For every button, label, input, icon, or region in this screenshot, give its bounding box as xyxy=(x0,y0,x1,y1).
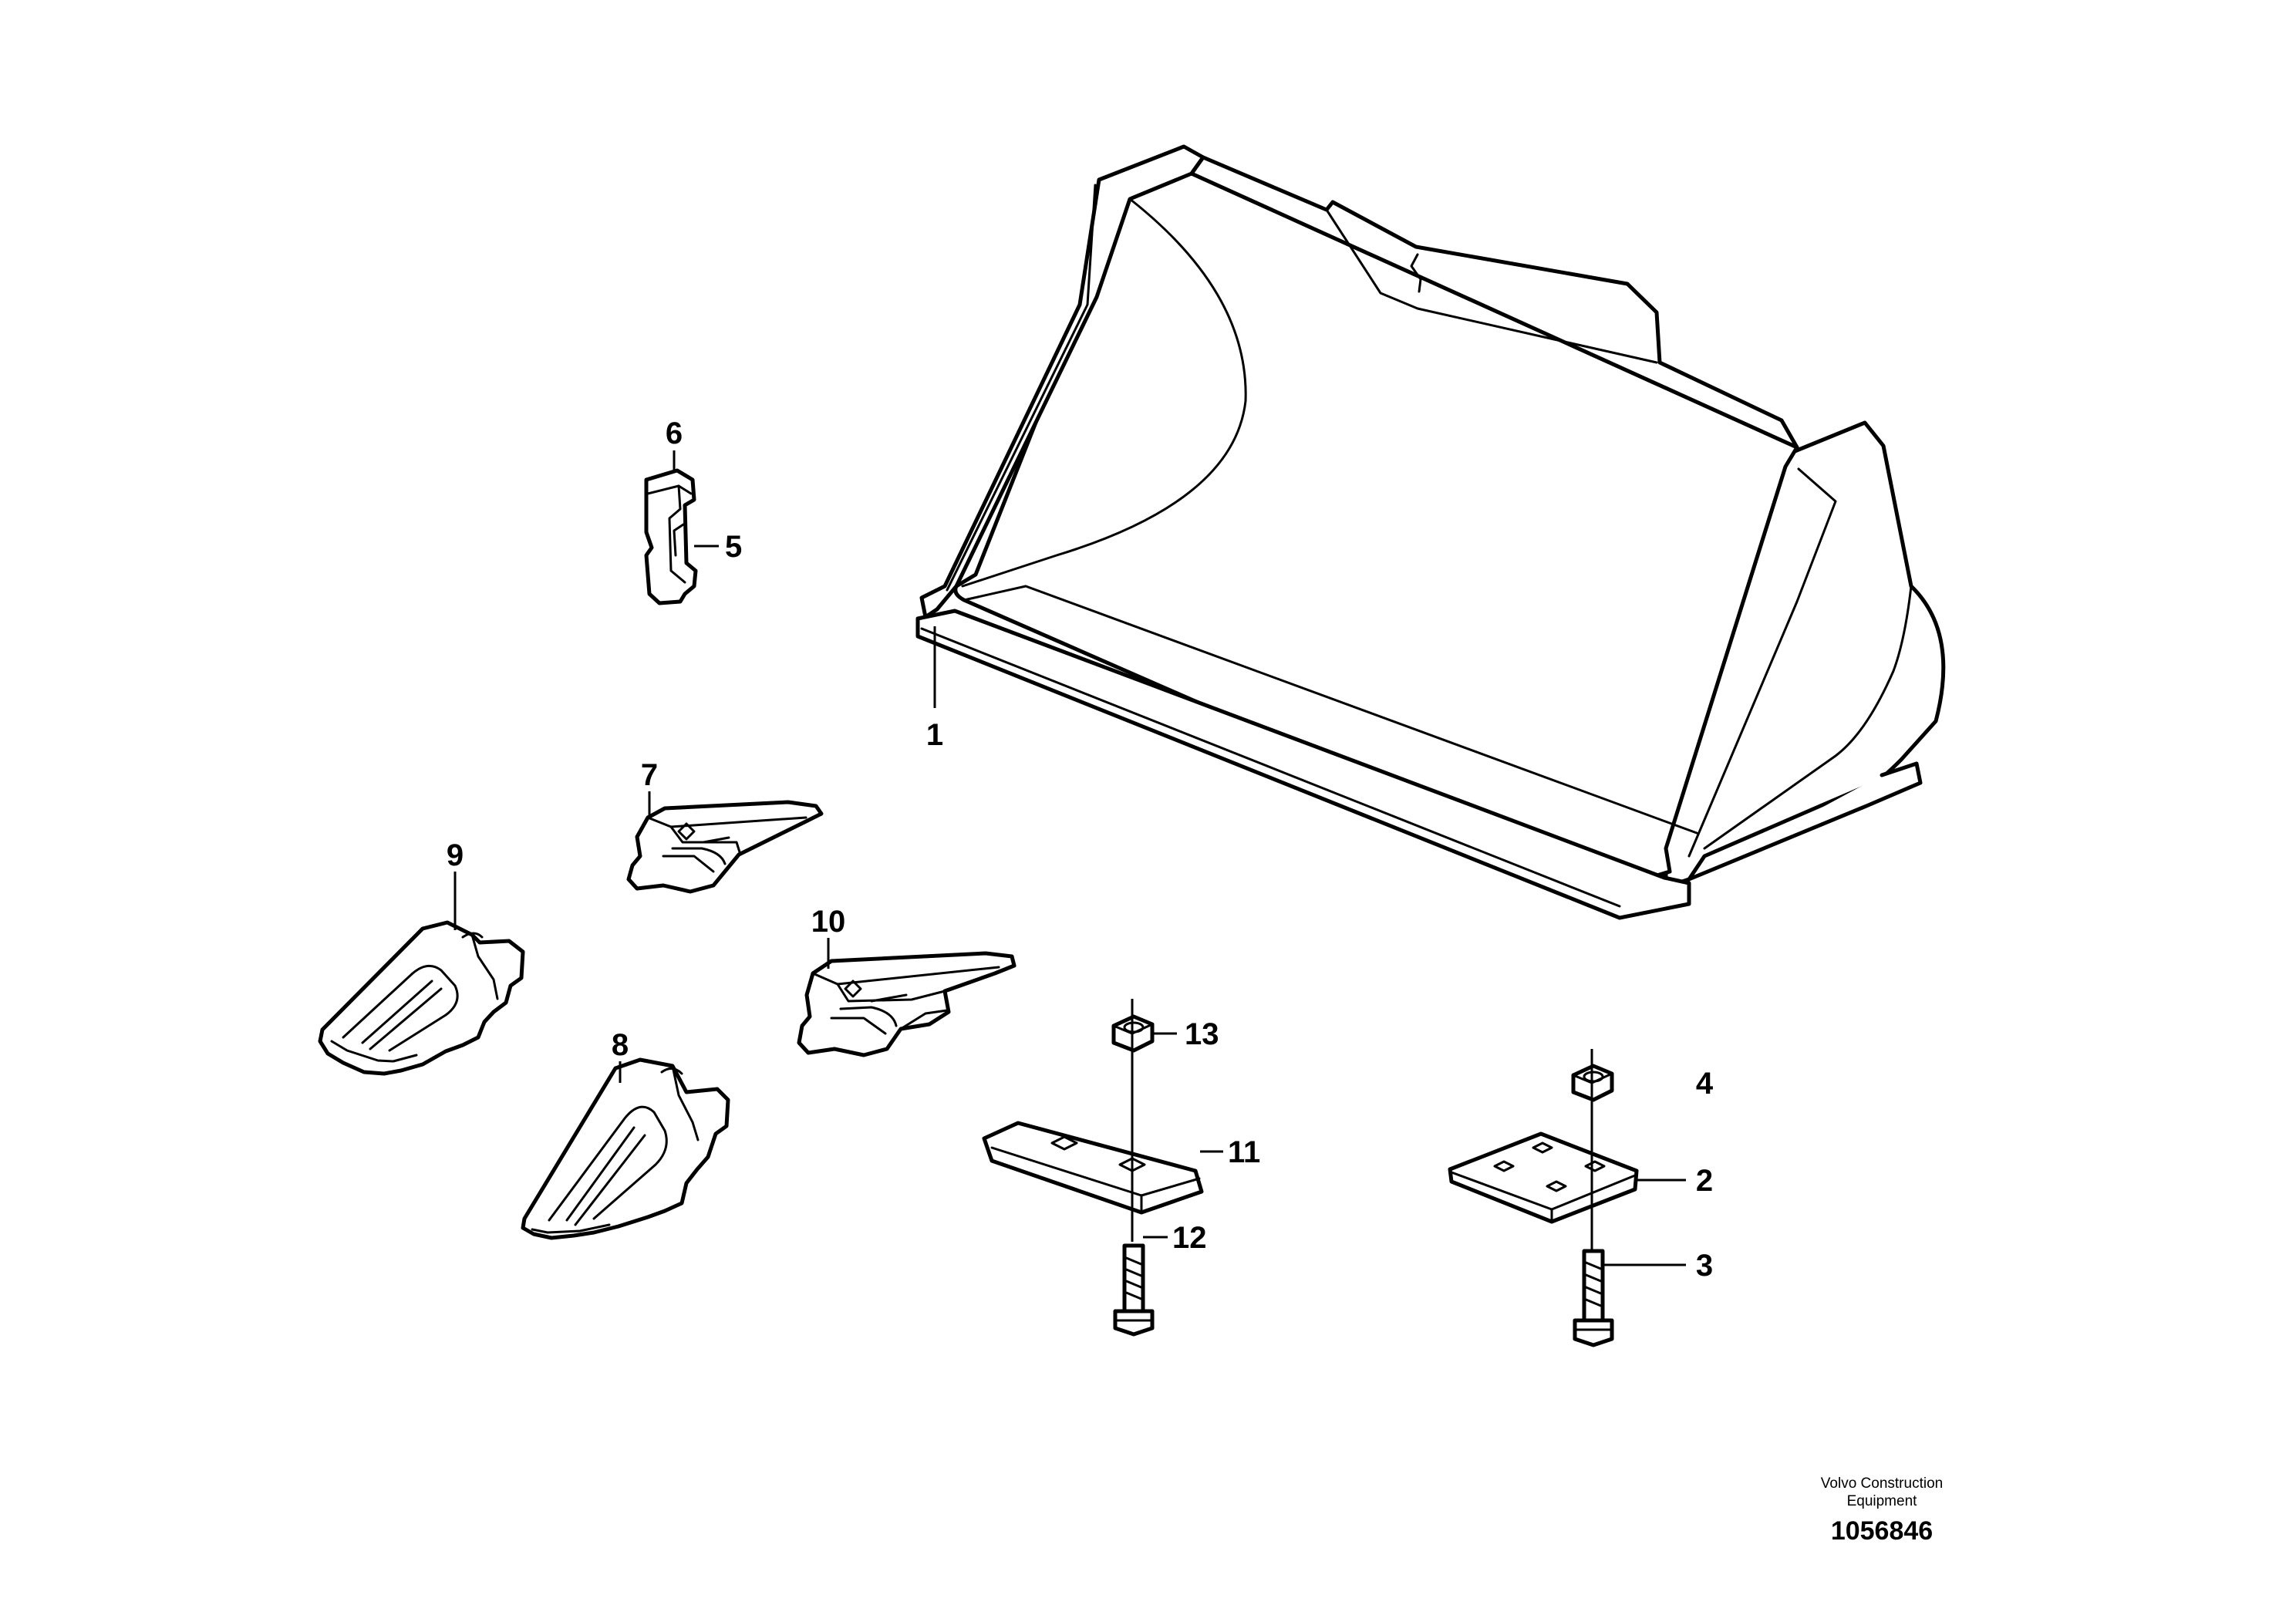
callout-3: 3 xyxy=(1696,1249,1713,1283)
callout-6: 6 xyxy=(666,416,683,450)
callout-9-group: 9 xyxy=(447,838,464,930)
callout-6-group: 6 xyxy=(666,416,683,472)
adapter-9 xyxy=(318,920,525,1076)
adapter-8 xyxy=(521,1057,730,1240)
callout-11: 11 xyxy=(1228,1135,1260,1169)
callout-13-group: 13 xyxy=(1152,1017,1219,1051)
callout-4: 4 xyxy=(1696,1067,1714,1101)
callout-7-group: 7 xyxy=(641,758,658,818)
callout-8: 8 xyxy=(612,1028,629,1062)
callout-7: 7 xyxy=(641,758,658,792)
bolt-12 xyxy=(1113,1243,1155,1337)
company-name-line2: Equipment xyxy=(1847,1493,1918,1509)
callout-11-group: 11 xyxy=(1200,1135,1260,1169)
drawing-number: 1056846 xyxy=(1831,1516,1933,1546)
callout-5: 5 xyxy=(725,530,742,564)
wear-plate-11 xyxy=(982,1121,1204,1215)
callout-2: 2 xyxy=(1696,1164,1713,1198)
callout-8-group: 8 xyxy=(612,1028,629,1083)
callout-10-group: 10 xyxy=(811,905,846,969)
callout-13: 13 xyxy=(1185,1017,1219,1051)
callout-1-group: 1 xyxy=(926,626,943,752)
callout-12-group: 12 xyxy=(1143,1221,1207,1255)
callout-3-group: 3 xyxy=(1603,1249,1713,1283)
bolt-3 xyxy=(1573,1249,1614,1347)
callout-12: 12 xyxy=(1172,1221,1207,1255)
bucket xyxy=(915,144,1946,920)
callout-10: 10 xyxy=(811,905,846,939)
callout-1: 1 xyxy=(926,718,943,752)
callout-9: 9 xyxy=(447,838,464,872)
callout-4-group: 4 xyxy=(1696,1067,1714,1101)
retainer-pin xyxy=(644,468,698,605)
wear-plate-2 xyxy=(1448,1131,1639,1224)
tooth-10 xyxy=(797,951,1017,1057)
tooth-7 xyxy=(626,800,824,894)
company-name-line1: Volvo Construction xyxy=(1821,1475,1943,1492)
callout-2-group: 2 xyxy=(1635,1164,1713,1198)
footer: Volvo Construction Equipment 1056846 xyxy=(1821,1475,1943,1546)
callout-5-group: 5 xyxy=(694,530,742,564)
